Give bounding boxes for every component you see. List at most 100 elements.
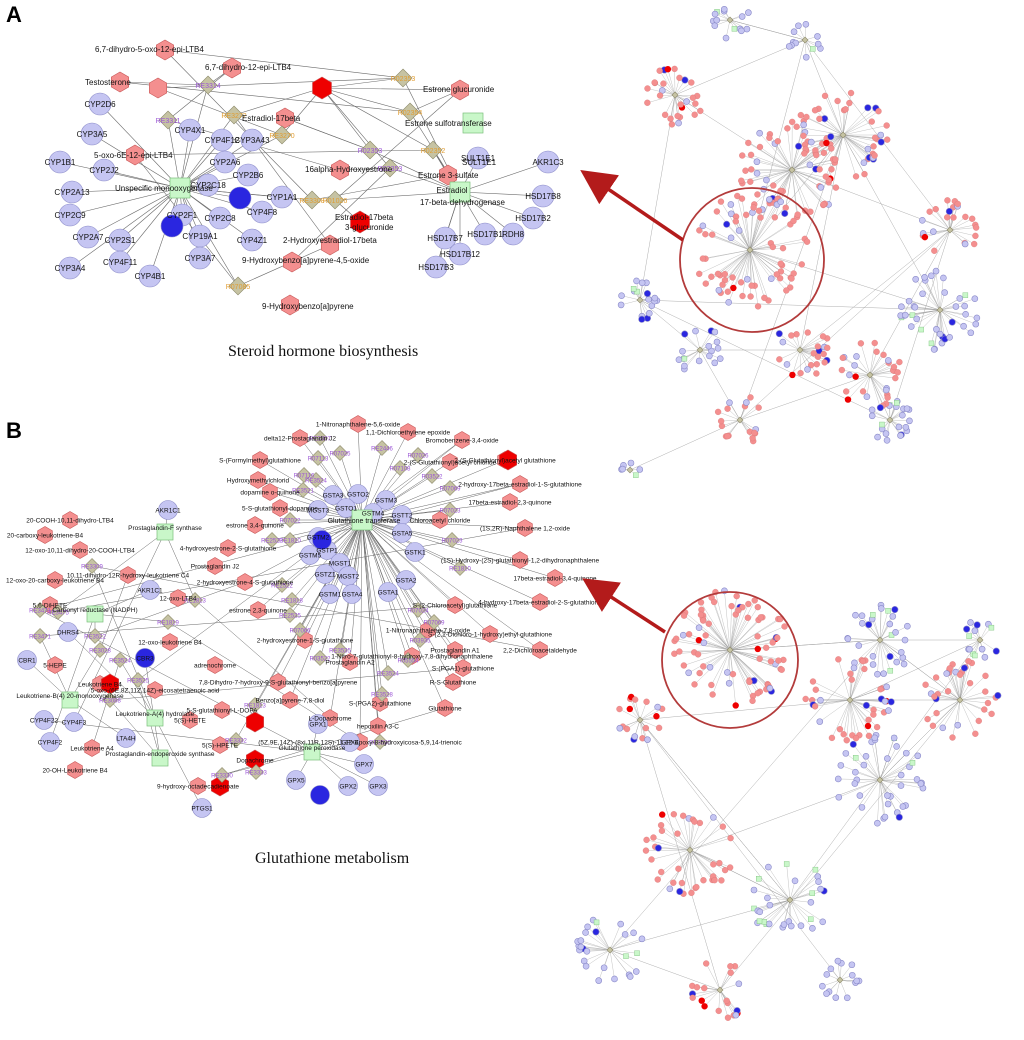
overview-network-top-gene <box>728 201 734 207</box>
overview-network-bottom-gene <box>955 722 961 728</box>
enzyme-label: Prostaglandin-endoperoxide synthase <box>105 751 215 758</box>
overview-network-top-metabolite <box>892 375 898 381</box>
metabolite-label: (1S)-Hydroxy-(2S)-glutathionyl-1,2-dihyd… <box>441 558 600 565</box>
overview-network-top-highlight-gene <box>682 77 688 83</box>
overview-network-bottom-metabolite <box>671 811 677 817</box>
overview-network-bottom-gene <box>894 659 900 665</box>
overview-network-top-gene <box>744 276 750 282</box>
network-edge <box>870 352 877 375</box>
overview-network-bottom-metabolite <box>853 735 859 741</box>
overview-network-top-metabolite <box>749 283 755 289</box>
overview-network-bottom-gene <box>859 613 865 619</box>
overview-network-top-metabolite <box>751 430 757 436</box>
overview-network-top-gene <box>922 274 928 280</box>
overview-network-bottom-highlight-metabolite <box>865 723 871 729</box>
network-edge <box>710 650 730 667</box>
overview-network-bottom-gene <box>596 978 602 984</box>
overview-network-top-metabolite <box>835 98 841 104</box>
gene-label: GSTA3 <box>323 493 344 500</box>
overview-network-top-gene <box>962 303 968 309</box>
overview-network-bottom-highlight-metabolite <box>627 706 633 712</box>
overview-network-top-metabolite <box>748 293 754 299</box>
overview-network-bottom-metabolite <box>985 700 991 706</box>
metabolite-label: 20-OH-Leukotriene B4 <box>42 768 107 775</box>
overview-network-bottom-metabolite <box>925 716 931 722</box>
overview-network-top-gene <box>878 132 884 138</box>
overview-network-bottom-gene <box>884 793 890 799</box>
overview-network-top-metabolite <box>884 123 890 129</box>
metabolite-label: adrenochrome <box>194 663 236 670</box>
overview-network-bottom-metabolite <box>967 680 973 686</box>
overview-network-bottom-gene <box>808 899 814 905</box>
overview-network-top-metabolite <box>944 214 950 220</box>
network-edge <box>815 110 843 135</box>
network-edge <box>960 700 979 721</box>
network-edge <box>950 230 975 236</box>
overview-network-top-metabolite <box>840 355 846 361</box>
overview-network-bottom-enzyme <box>784 861 789 866</box>
overview-network-top-metabolite <box>860 388 866 394</box>
overview-network-bottom-gene <box>898 772 904 778</box>
network-edge <box>960 692 985 700</box>
metabolite-label: 20-COOH-10,11-dihydro-LTB4 <box>26 518 114 525</box>
reaction-label: RE1810 <box>449 567 471 573</box>
overview-network-top-gene <box>913 276 919 282</box>
overview-network-top-gene <box>684 99 690 105</box>
overview-network-bottom-gene <box>798 923 804 929</box>
metabolite-label: Estrone 3-sulfate <box>418 171 479 180</box>
network-edge <box>880 779 917 780</box>
overview-network-top-metabolite <box>738 279 744 285</box>
metabolite-label: Glutathione <box>428 706 462 713</box>
overview-network-top-highlight-gene <box>723 221 729 227</box>
network-edge <box>792 170 950 230</box>
overview-network-top-gene <box>883 431 889 437</box>
gene-label: LTA4H <box>116 736 136 743</box>
overview-network-top-metabolite <box>833 185 839 191</box>
overview-network-bottom-gene <box>627 974 633 980</box>
network-edge <box>690 827 723 850</box>
overview-network-top-gene <box>763 177 769 183</box>
gene-label: CYP2A7 <box>73 233 104 242</box>
metabolite-label: 4-hydroxyestrone-2-S-glutathione <box>180 546 277 553</box>
gene-label: CYP4F8 <box>247 208 278 217</box>
overview-network-top-metabolite <box>815 354 821 360</box>
overview-network-top-metabolite <box>780 245 786 251</box>
overview-network-bottom-gene <box>680 632 686 638</box>
overview-network-top-gene <box>676 357 682 363</box>
overview-network-bottom-metabolite <box>712 877 718 883</box>
overview-network-bottom-metabolite <box>774 635 780 641</box>
network-edge <box>940 310 976 324</box>
network-edge <box>362 520 490 634</box>
overview-network-bottom-metabolite <box>701 985 707 991</box>
overview-network-bottom-gene <box>781 921 787 927</box>
overview-network-top-reaction <box>802 37 808 43</box>
network-edge <box>640 300 940 310</box>
reaction-label: R07025 <box>329 452 351 458</box>
overview-network-top-gene <box>696 358 702 364</box>
overview-network-top-gene <box>786 43 792 49</box>
reaction-label: RE3524 <box>305 479 327 485</box>
overview-network-top-highlight-metabolite <box>852 373 858 379</box>
overview-network-top-gene <box>961 323 967 329</box>
gene-label: AKR1C1 <box>137 588 163 595</box>
overview-network-top-metabolite <box>697 108 703 114</box>
overview-network-top-gene <box>815 41 821 47</box>
overview-network-top-metabolite <box>803 114 809 120</box>
overview-network-bottom-gene <box>818 886 824 892</box>
overview-network-bottom-metabolite <box>692 681 698 687</box>
network-edge <box>790 900 811 919</box>
network-edge <box>679 650 730 652</box>
network-edge <box>610 950 636 972</box>
overview-network-bottom-gene <box>972 628 978 634</box>
overview-network-bottom-metabolite <box>706 621 712 627</box>
gene-label: HSD17B12 <box>440 250 481 259</box>
network-edge <box>720 700 960 990</box>
metabolite-label: 2-hydroxyestrone-1-S-glutathione <box>257 638 354 645</box>
overview-network-top-metabolite <box>824 345 830 351</box>
overview-network-top-metabolite <box>843 388 849 394</box>
overview-network-top-gene <box>743 400 749 406</box>
overview-network-top-gene <box>908 324 914 330</box>
overview-network-top-gene <box>818 184 824 190</box>
reaction-label: RE3333 <box>245 771 267 777</box>
overview-network-top-gene <box>898 304 904 310</box>
